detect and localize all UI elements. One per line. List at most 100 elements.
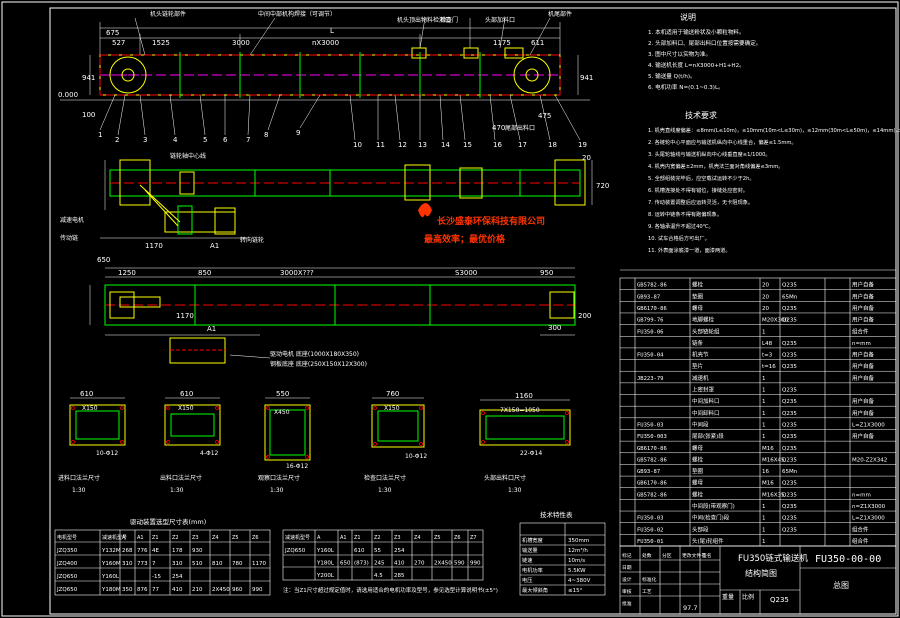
- sel1-cell: 254: [172, 574, 183, 580]
- detail3-scale: 1:30: [270, 487, 284, 494]
- sel1-cell: 410: [172, 587, 183, 593]
- sel2-cell: 270: [414, 561, 425, 567]
- sel1-cell: 510: [192, 561, 203, 567]
- title-block-label: 工艺: [642, 589, 652, 595]
- bom-cell: Q235: [782, 364, 797, 370]
- bom-cell: Q235: [782, 353, 797, 359]
- bom-cell: 组合件: [852, 537, 869, 545]
- sel1-header: Z5: [232, 535, 239, 541]
- callout-discharge-port: 尾部出料口: [505, 124, 535, 132]
- tech-title: 技术要求: [685, 110, 717, 120]
- title-line2: 结构简图: [745, 568, 777, 578]
- sel1-cell: 350: [122, 587, 133, 593]
- bom-cell: 1: [762, 388, 766, 394]
- bom-cell: 20: [762, 294, 769, 300]
- bom-cell: t=16: [762, 364, 776, 370]
- plan-view: [89, 267, 576, 364]
- detail5-dim: 1160: [515, 392, 533, 400]
- general-label: 总图: [833, 580, 849, 590]
- bom-cell: 中间(检查门)段: [692, 514, 730, 522]
- detail1-dim2: X150: [82, 405, 98, 412]
- sel2-header: 减速机型号: [285, 534, 310, 541]
- sel1-cell: 776: [137, 548, 148, 554]
- callout-inspection-port: 机头顶出物料检测口: [397, 16, 451, 24]
- sel2-cell: 590: [454, 561, 465, 567]
- detail4-scale: 1:30: [378, 487, 392, 494]
- title-block-label: 设计: [622, 576, 632, 583]
- tech-item: 10. 试车合格后方可出厂。: [648, 234, 710, 242]
- sel1-cell: 7: [152, 561, 156, 567]
- perf-value: 350mm: [568, 538, 589, 544]
- sel2-header: Z4: [414, 535, 421, 541]
- perf-value: 12m³/h: [568, 547, 588, 554]
- callout-number: 13: [418, 141, 427, 149]
- sel2-cell: 610: [354, 548, 365, 554]
- bom-cell: 1: [762, 329, 766, 335]
- plan-dim-300: 300: [548, 324, 561, 332]
- callout-number: 7: [246, 136, 250, 144]
- bom-cell: 1: [762, 539, 766, 545]
- title-block-label: 批准: [622, 600, 632, 607]
- sel1-header: A1: [137, 535, 144, 541]
- watermark-company: 长沙盛泰环保科技有限公司: [437, 215, 545, 227]
- detail4-label: 检查口法兰尺寸: [364, 474, 406, 482]
- plan-dim-A1: A1: [207, 325, 216, 333]
- bom-cell: L=Z1X3000: [852, 422, 885, 428]
- sel2-header: Z5: [434, 535, 441, 541]
- plan-dim-850: 850: [198, 269, 211, 277]
- bom-cell: Q235: [782, 388, 797, 394]
- bom-cell: 65Mn: [782, 469, 798, 475]
- side-dim-A1: A1: [210, 242, 219, 250]
- bom-cell: Q235: [782, 341, 797, 347]
- callout-feed-port: 头部加料口: [485, 16, 515, 24]
- sel1-cell: Y160M: [101, 561, 121, 567]
- detail4-holes: 10-Φ12: [405, 453, 427, 460]
- bom-cell: M20X300: [762, 318, 789, 324]
- sel1-header: Z4: [212, 535, 219, 541]
- detail1-dim: 610: [80, 390, 93, 398]
- tech-requirements-list: 1. 机壳直线度偏差：≤8mm(L≤10m)，≤10mm(10m<L≤30m)，…: [648, 126, 900, 254]
- bom-cell: 1: [762, 411, 766, 417]
- dim-100: 100: [82, 111, 95, 119]
- bom-cell: M16: [762, 446, 774, 452]
- bom-cell: 上密封罩: [692, 386, 715, 394]
- bom-cell: M20-Z2X342: [852, 457, 887, 463]
- flange-details: [69, 397, 571, 461]
- top-elevation-view: [60, 17, 590, 141]
- perf-label: 电机功率: [522, 566, 543, 574]
- detail3-dim: 550: [276, 390, 289, 398]
- perf-value: 10m/s: [568, 558, 585, 564]
- plan-dim-950: 950: [540, 269, 553, 277]
- tech-item: 9. 各轴承温升不超过40℃。: [648, 222, 714, 230]
- sel2-header: Z2: [374, 535, 381, 541]
- bom-cell: 1: [762, 504, 766, 510]
- sel2-header: Z1: [354, 535, 361, 541]
- sel2-cell: 2X450: [434, 561, 452, 567]
- bom-cell: Q235: [782, 516, 797, 522]
- sel1-header: Z1: [152, 535, 159, 541]
- detail2-label: 出料口法兰尺寸: [160, 474, 202, 482]
- bom-cell: 中间段: [692, 420, 709, 428]
- bom-cell: 20: [762, 283, 769, 289]
- bom-cell: Q235: [782, 504, 797, 510]
- sel1-cell: 1170: [252, 561, 266, 567]
- detail5-holes: 22-Φ14: [520, 450, 542, 457]
- sel1-cell: 310: [122, 561, 133, 567]
- bom-cell: Q235: [782, 527, 797, 533]
- bom-cell: 1: [762, 376, 766, 382]
- dim-527: 527: [112, 39, 125, 47]
- perf-value: 4~380V: [568, 578, 591, 584]
- detail3-label: 观察口法兰尺寸: [258, 474, 300, 482]
- title-block-label: 处数: [642, 552, 652, 559]
- callout-number: 2: [115, 136, 119, 144]
- sel1-cell: 4E: [152, 548, 159, 554]
- sel2-header: A: [317, 535, 321, 541]
- callout-number: 14: [441, 141, 450, 149]
- title-block-label: 审核: [622, 588, 632, 595]
- bom-cell: 1: [762, 434, 766, 440]
- bom-cell: L=Z1X3000: [852, 516, 885, 522]
- side-callout-motor: 减速电机: [60, 216, 84, 224]
- perf-table-title: 技术特性表: [540, 510, 573, 519]
